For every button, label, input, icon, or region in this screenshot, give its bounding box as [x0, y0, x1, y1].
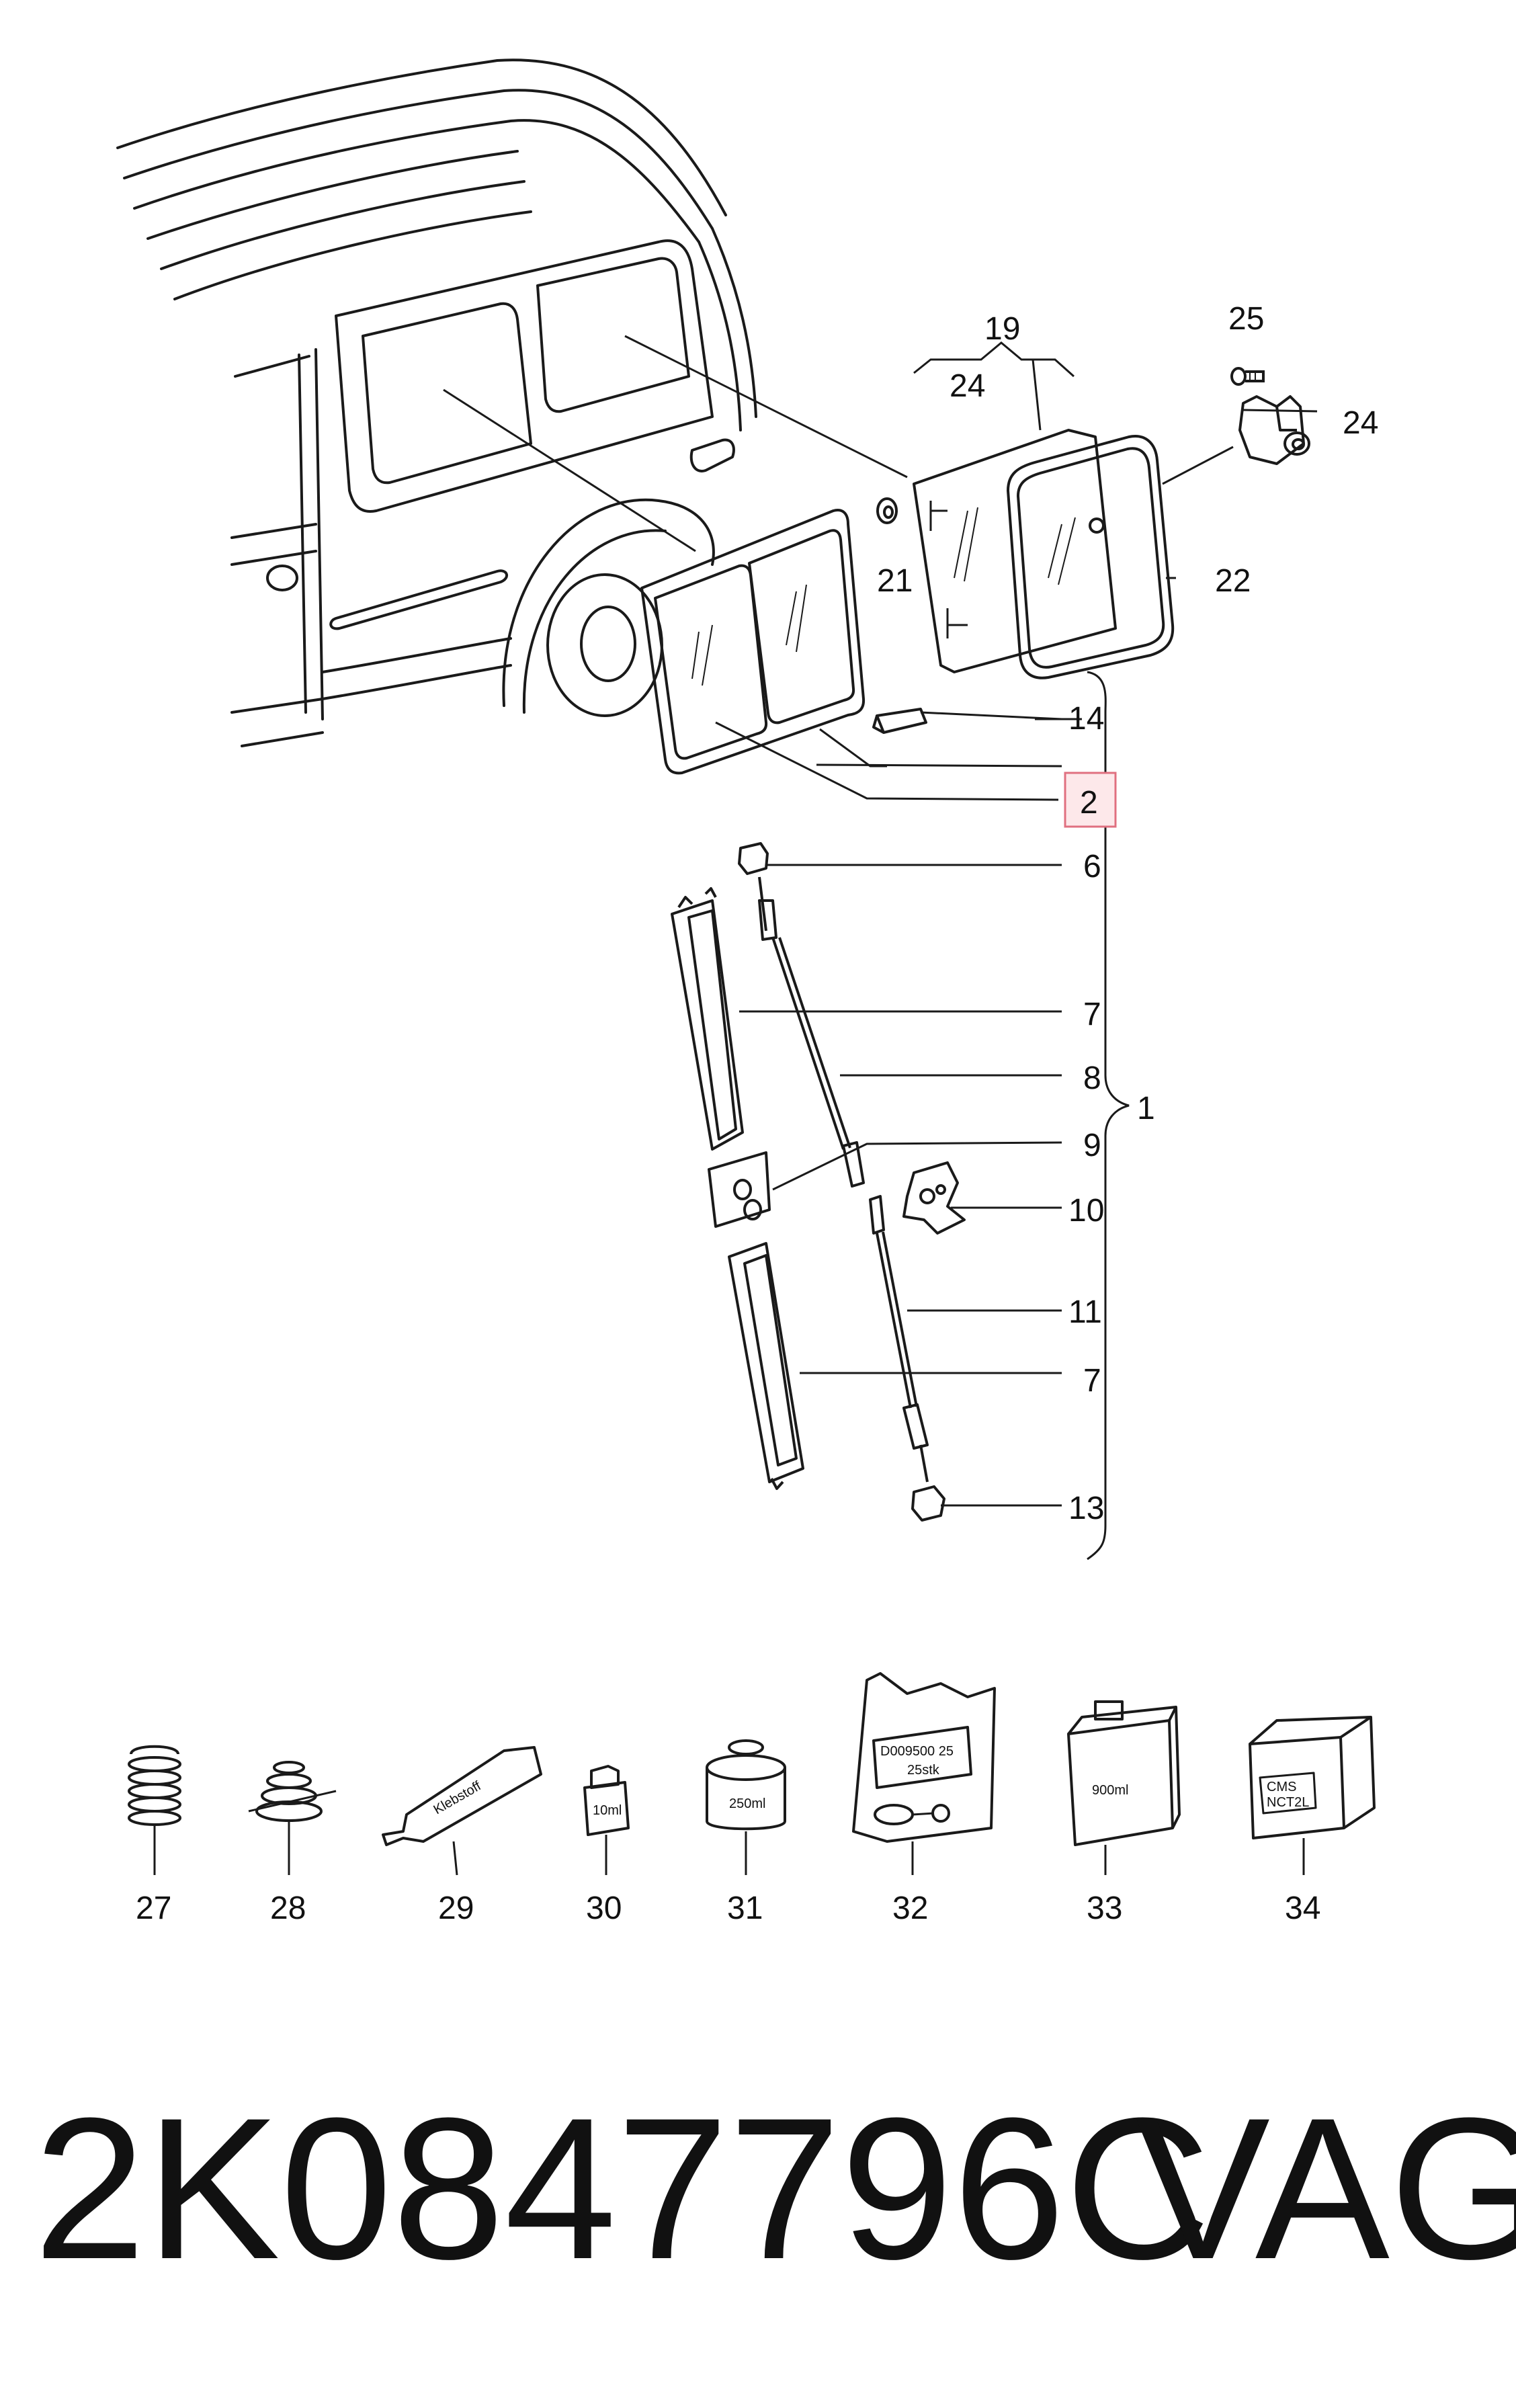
callout-29: 29	[438, 1891, 474, 1926]
bag-label-line2: 25stk	[907, 1763, 940, 1778]
brand-name: VAG	[1136, 2075, 1516, 2301]
bag-label-line1: D009500 25	[880, 1744, 954, 1759]
rail-7-bottom	[728, 1242, 804, 1490]
callout-2: 2	[1080, 785, 1098, 821]
callout-27: 27	[136, 1891, 171, 1926]
clip-6	[738, 842, 769, 875]
cable-11	[869, 1195, 929, 1483]
box-33	[1067, 1700, 1181, 1875]
callout-32: 32	[892, 1891, 928, 1926]
screw-25	[1230, 367, 1265, 386]
callout-19: 19	[984, 311, 1020, 347]
callout-21: 21	[877, 563, 913, 599]
box-34	[1249, 1716, 1376, 1875]
hinge-bracket-24	[1238, 395, 1310, 465]
callout-9: 9	[1083, 1128, 1101, 1163]
cable-8	[758, 876, 865, 1188]
window-panel-19	[913, 429, 1117, 673]
callout-11: 11	[1068, 1294, 1102, 1330]
callout-25: 25	[1228, 301, 1264, 337]
box-33-label: 900ml	[1092, 1783, 1128, 1798]
sliding-window-assembly	[640, 509, 866, 775]
rail-7-top	[671, 887, 744, 1151]
can-31	[706, 1739, 786, 1875]
callout-31: 31	[727, 1891, 763, 1926]
callout-1: 1	[1137, 1091, 1155, 1126]
leader-lines	[443, 335, 1318, 1561]
box-34-logo-top: CMS	[1267, 1780, 1296, 1794]
callout-labels: 19 24 25 24 21 22 14 2 6 7 8 1 9 10 11 7…	[877, 301, 1378, 1526]
small-bottle-label: 10ml	[593, 1803, 622, 1818]
callout-8: 8	[1083, 1061, 1101, 1096]
part-number: 2K0847796C	[34, 2075, 1211, 2301]
callout-22: 22	[1215, 563, 1251, 599]
callout-30: 30	[586, 1891, 622, 1926]
cone-spring-28	[248, 1761, 337, 1875]
callout-24-bracket: 24	[1343, 405, 1378, 441]
lock-cover-10	[902, 1161, 966, 1235]
callout-6: 6	[1083, 849, 1101, 884]
callout-10: 10	[1068, 1193, 1104, 1229]
callout-24-group: 24	[950, 368, 985, 404]
van-body-illustration	[116, 58, 757, 747]
callout-13: 13	[1068, 1491, 1104, 1526]
window-seal-22	[1007, 435, 1175, 679]
spring-27	[128, 1745, 181, 1875]
handle-9	[708, 1151, 771, 1228]
callout-28: 28	[270, 1891, 306, 1926]
highlight-box-part-2	[1064, 772, 1117, 828]
callout-7-top: 7	[1083, 997, 1101, 1032]
small-bottle-30	[583, 1765, 630, 1875]
clip-13	[911, 1485, 945, 1522]
callout-34: 34	[1285, 1891, 1320, 1926]
callout-33: 33	[1087, 1891, 1122, 1926]
can-label: 250ml	[729, 1796, 765, 1811]
callout-14: 14	[1068, 701, 1104, 737]
accessory-callouts: 27 28 29 30 31 32 33 34	[136, 1891, 1320, 1926]
accessory-row	[128, 1672, 1376, 1876]
grommet-21	[876, 497, 898, 524]
callout-7-bottom: 7	[1083, 1363, 1101, 1399]
stop-14	[872, 708, 927, 734]
box-34-logo-bottom: NCT2L	[1267, 1795, 1309, 1810]
adhesive-tube-29	[382, 1746, 542, 1876]
bag-32	[852, 1672, 996, 1875]
